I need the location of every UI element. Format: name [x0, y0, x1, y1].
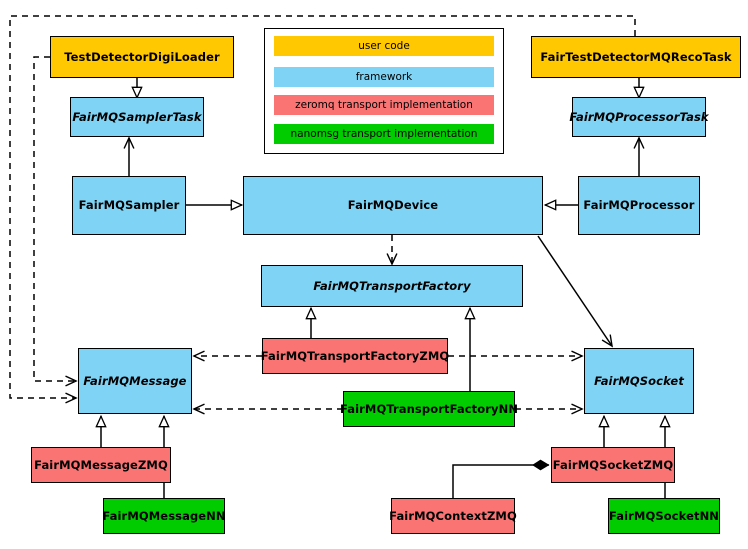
legend-label: user code: [358, 40, 410, 52]
node-label: FairMQMessageNN: [102, 508, 226, 523]
node-fairmqprocessor[interactable]: FairMQProcessor: [578, 176, 700, 235]
node-label: FairMQSocket: [594, 373, 684, 388]
node-fairmqmessagezmq[interactable]: FairMQMessageZMQ: [31, 447, 171, 483]
node-label: FairMQMessageZMQ: [34, 457, 168, 472]
node-label: FairMQDevice: [347, 198, 439, 213]
node-label: FairMQMessage: [83, 373, 187, 388]
legend-label: framework: [355, 71, 413, 83]
node-fairmqdevice[interactable]: FairMQDevice: [243, 176, 543, 235]
node-fairmqcontextzmq[interactable]: FairMQContextZMQ: [389, 498, 517, 534]
legend-item-user-code: user code: [274, 36, 494, 56]
legend-label: zeromq transport implementation: [295, 99, 473, 111]
node-label: FairMQSocketZMQ: [552, 457, 674, 472]
node-label: FairMQContextZMQ: [389, 508, 517, 523]
node-fairmqmessage[interactable]: FairMQMessage: [78, 348, 192, 414]
node-label: FairTestDetectorMQRecoTask: [540, 49, 732, 64]
node-label: FairMQSampler: [78, 198, 180, 213]
node-fairmqsamplertask[interactable]: FairMQSamplerTask: [70, 97, 204, 137]
legend-item-nanomsg: nanomsg transport implementation: [274, 124, 494, 144]
legend-item-framework: framework: [274, 67, 494, 87]
node-fairmqprocessortask[interactable]: FairMQProcessorTask: [569, 97, 709, 137]
node-fairmqsocket[interactable]: FairMQSocket: [584, 348, 694, 414]
node-fairmqmessagenn[interactable]: FairMQMessageNN: [102, 498, 226, 534]
legend-item-zeromq: zeromq transport implementation: [274, 95, 494, 115]
node-label: TestDetectorDigiLoader: [64, 49, 220, 64]
legend-label: nanomsg transport implementation: [290, 128, 478, 140]
node-fairmqsocketzmq[interactable]: FairMQSocketZMQ: [551, 447, 675, 483]
node-fairmqtransportfactorynn[interactable]: FairMQTransportFactoryNN: [339, 391, 519, 427]
node-fairmqtransportfactoryzmq[interactable]: FairMQTransportFactoryZMQ: [260, 338, 450, 374]
node-label: FairMQTransportFactoryNN: [339, 401, 519, 416]
node-label: FairMQProcessor: [583, 198, 695, 213]
node-fairtestdetectormqrecotask[interactable]: FairTestDetectorMQRecoTask: [531, 36, 741, 78]
node-fairmqsampler[interactable]: FairMQSampler: [72, 176, 186, 235]
node-label: FairMQSocketNN: [608, 508, 720, 523]
node-label: FairMQSamplerTask: [72, 109, 202, 124]
node-fairmqsocketnn[interactable]: FairMQSocketNN: [608, 498, 720, 534]
node-testdetectordigiloader[interactable]: TestDetectorDigiLoader: [50, 36, 234, 78]
node-label: FairMQTransportFactory: [313, 278, 471, 293]
node-fairmqtransportfactory[interactable]: FairMQTransportFactory: [261, 265, 523, 307]
node-label: FairMQProcessorTask: [569, 109, 709, 124]
node-label: FairMQTransportFactoryZMQ: [260, 348, 450, 363]
